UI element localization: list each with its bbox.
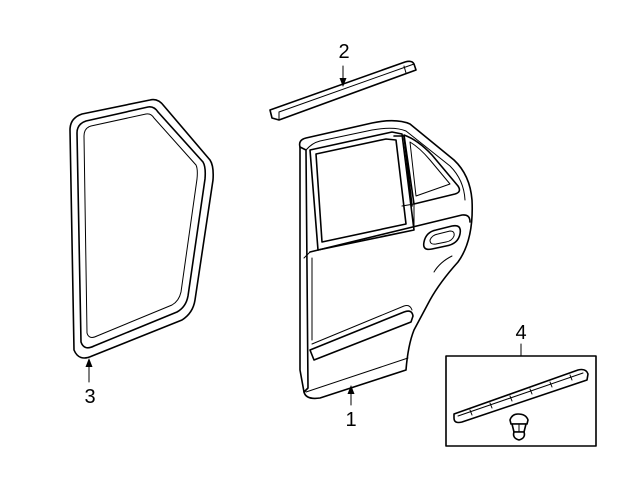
kit-molding-strip[interactable] bbox=[453, 368, 589, 424]
door-part[interactable] bbox=[298, 119, 474, 400]
callout-3: 3 bbox=[84, 386, 95, 408]
callout-4: 4 bbox=[515, 322, 526, 344]
kit-clip[interactable] bbox=[509, 413, 529, 441]
callout-1: 1 bbox=[345, 409, 356, 431]
weatherstrip-leader bbox=[85, 358, 93, 383]
weatherstrip-part[interactable] bbox=[69, 98, 214, 359]
molding-leader bbox=[339, 65, 347, 87]
callout-2: 2 bbox=[338, 41, 349, 63]
door-leader bbox=[347, 385, 355, 406]
molding-part[interactable] bbox=[269, 60, 417, 121]
